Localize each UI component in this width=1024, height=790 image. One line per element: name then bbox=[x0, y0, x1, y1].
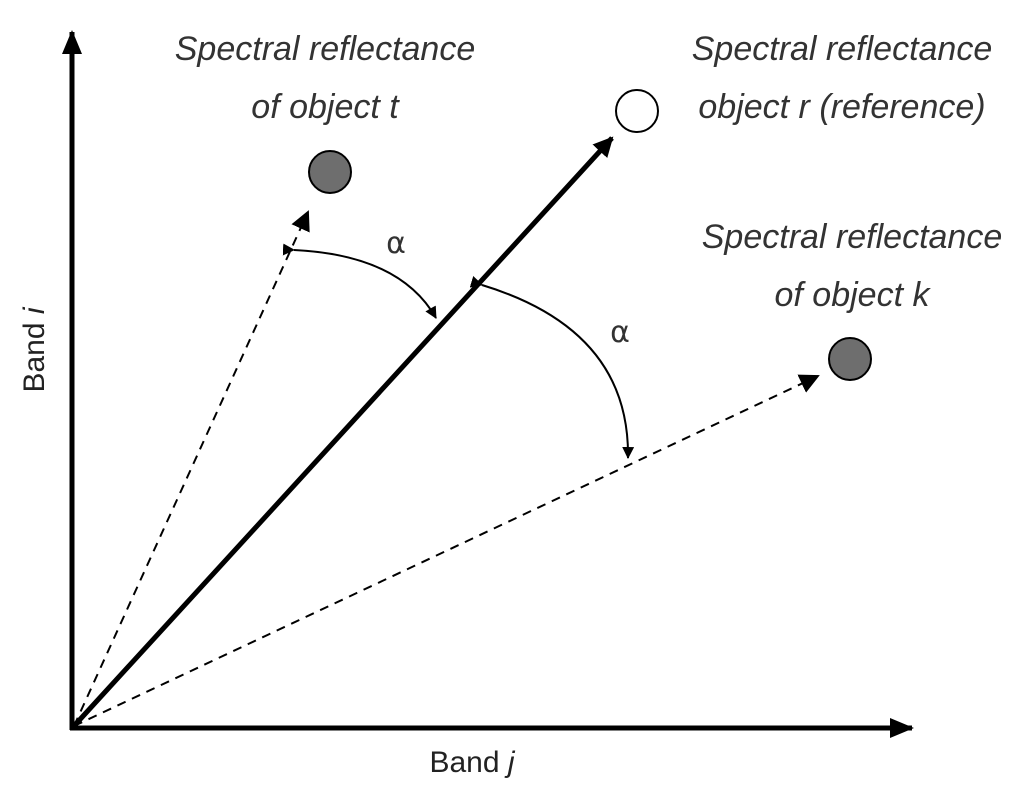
vector-object-k bbox=[73, 374, 820, 727]
y-axis-label-text: Band bbox=[18, 322, 51, 392]
object-r-label-line2: object r (reference) bbox=[698, 88, 985, 126]
object-t-point bbox=[308, 150, 352, 194]
y-axis-label: Band i bbox=[18, 306, 51, 392]
y-axis-label-var: i bbox=[18, 306, 51, 314]
vector-object-t bbox=[73, 210, 310, 727]
angle-label-lower: α bbox=[610, 315, 630, 350]
x-axis-label: Band j bbox=[429, 746, 515, 779]
object-t-label-line1: Spectral reflectance bbox=[175, 30, 476, 68]
object-k-label-line1: Spectral reflectance bbox=[702, 218, 1003, 256]
x-axis-label-var: j bbox=[504, 746, 516, 779]
object-r-label-line1: Spectral reflectance bbox=[692, 30, 993, 68]
object-t-label-line2: of object t bbox=[251, 88, 400, 126]
angle-label-upper: α bbox=[386, 226, 406, 261]
object-r-point bbox=[615, 89, 659, 133]
x-axis-label-text: Band bbox=[429, 746, 499, 779]
object-k-point bbox=[828, 337, 872, 381]
angle-arc-upper bbox=[282, 243, 437, 319]
object-k-label-line2: of object k bbox=[775, 276, 932, 314]
reference-vector bbox=[72, 136, 614, 728]
angle-arc-lower bbox=[469, 276, 635, 459]
